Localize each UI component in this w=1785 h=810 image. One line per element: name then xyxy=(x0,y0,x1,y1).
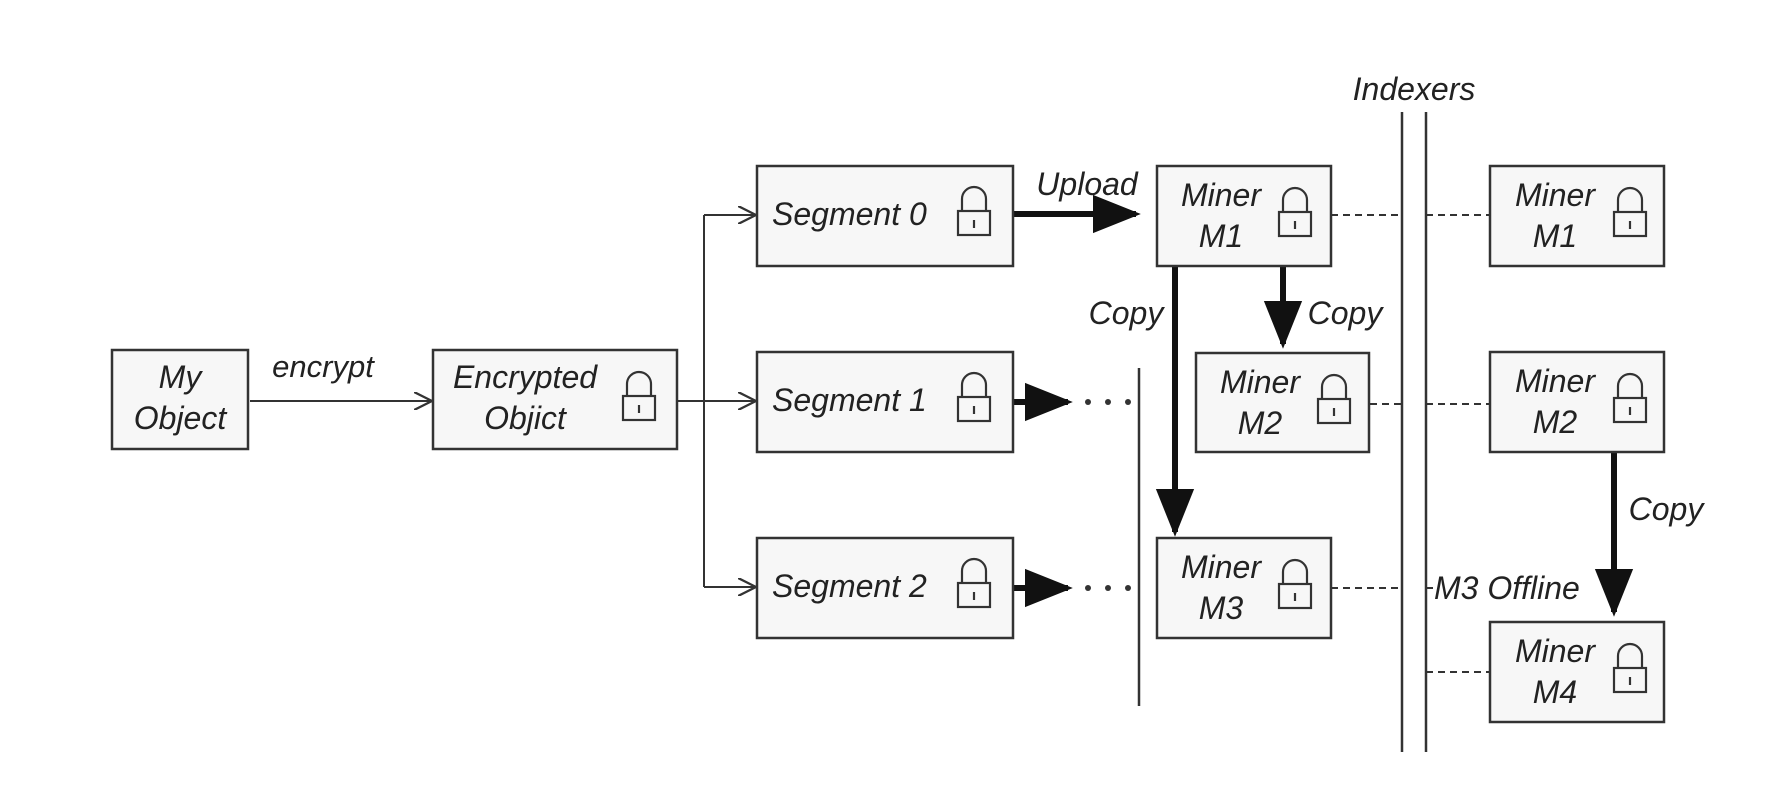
indexers-channel xyxy=(1400,112,1428,752)
indexer-miner-m2-line1: Miner xyxy=(1515,363,1596,399)
segment-0-label: Segment 0 xyxy=(772,196,927,232)
encrypted-object-line2: Objict xyxy=(484,400,567,436)
copy-label-mid: Copy xyxy=(1308,295,1385,331)
segment-2-node: Segment 2 xyxy=(755,536,1015,640)
indexer-miner-m2-line2: M2 xyxy=(1533,404,1578,440)
miner-m1-line2: M1 xyxy=(1199,218,1243,254)
miner-m2-line1: Miner xyxy=(1220,364,1301,400)
ellipsis-icon xyxy=(1085,399,1131,405)
encrypted-object-node: Encrypted Objict xyxy=(431,348,679,451)
copy-label-left: Copy xyxy=(1089,295,1166,331)
segment-1-label: Segment 1 xyxy=(772,382,927,418)
segment-split-arrows xyxy=(678,215,756,587)
indexers-label: Indexers xyxy=(1353,71,1476,107)
indexer-miner-m4-line2: M4 xyxy=(1533,674,1577,710)
segment-0-node: Segment 0 xyxy=(755,164,1015,268)
my-object-node: My Object xyxy=(110,348,250,451)
segment-2-label: Segment 2 xyxy=(772,568,927,604)
my-object-line1: My xyxy=(159,359,204,395)
indexer-miner-m1-line1: Miner xyxy=(1515,177,1596,213)
segment-1-node: Segment 1 xyxy=(755,350,1015,454)
encrypted-object-line1: Encrypted xyxy=(453,359,598,395)
miner-m3-line2: M3 xyxy=(1199,590,1244,626)
indexer-miner-m1-line2: M1 xyxy=(1533,218,1577,254)
miner-m3-node: Miner M3 xyxy=(1155,536,1333,640)
miner-m2-line2: M2 xyxy=(1238,405,1283,441)
upload-label: Upload xyxy=(1036,166,1139,202)
indexer-links xyxy=(1331,214,1489,673)
miner-m1-node: Miner M1 xyxy=(1155,164,1333,268)
m3-offline-label: M3 Offline xyxy=(1434,570,1580,606)
copy-label-right: Copy xyxy=(1629,491,1706,527)
ellipsis-icon xyxy=(1085,585,1131,591)
indexer-miner-m4-line1: Miner xyxy=(1515,633,1596,669)
indexer-miner-m1-node: Miner M1 xyxy=(1488,164,1666,268)
my-object-line2: Object xyxy=(134,400,228,436)
miner-m2-node: Miner M2 xyxy=(1194,351,1371,454)
indexer-miner-m4-node: Miner M4 xyxy=(1488,620,1666,724)
indexer-miner-m2-node: Miner M2 xyxy=(1488,350,1666,454)
miner-m3-line1: Miner xyxy=(1181,549,1262,585)
encrypt-label: encrypt xyxy=(272,349,375,384)
miner-m1-line1: Miner xyxy=(1181,177,1262,213)
